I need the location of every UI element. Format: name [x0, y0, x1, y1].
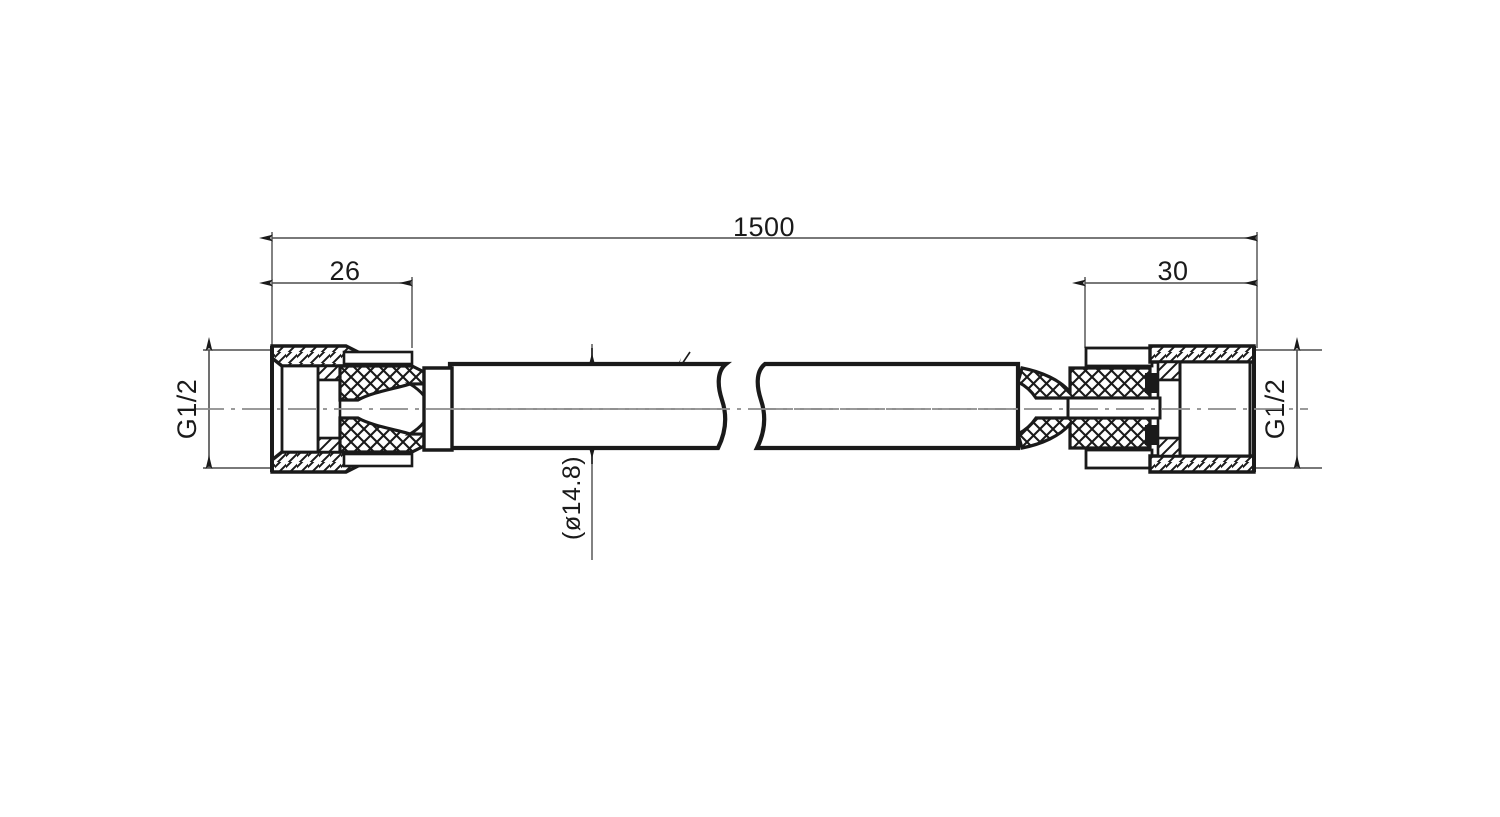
overall-length-dimension: 1500 — [259, 212, 1258, 348]
hose-body — [447, 361, 1021, 451]
right-crimp-body-bottom — [1016, 416, 1152, 450]
right-crimp-body-top — [1016, 366, 1152, 400]
right-nut-shell-top — [1148, 344, 1256, 364]
right-seal-washer-bottom — [1145, 425, 1159, 445]
right-seal-washer-top — [1145, 373, 1159, 393]
hose-segment-right — [753, 361, 1021, 451]
hose-segment-left — [447, 361, 732, 451]
right-fitting-length-dimension: 30 — [1072, 256, 1258, 348]
right-nut-rib-bottom — [1156, 436, 1182, 458]
right-crimp-slot-bottom — [1084, 448, 1154, 470]
overall-length-label: 1500 — [733, 212, 795, 242]
right-fitting-length-label: 30 — [1157, 256, 1188, 286]
right-nut-shell-bottom — [1148, 454, 1256, 474]
left-fitting-length-label: 26 — [329, 256, 360, 286]
right-nut-rib-top — [1156, 360, 1182, 382]
left-fitting-length-dimension: 26 — [259, 256, 413, 348]
left-nut-rib-top — [316, 364, 342, 382]
hose-diameter-label: (ø14.8) — [558, 456, 586, 540]
right-crimp-slot-top — [1084, 346, 1154, 368]
left-nut-rib-bottom — [316, 436, 342, 454]
left-crimp-slot-bottom — [342, 452, 414, 468]
left-crimp-slot-top — [342, 350, 414, 366]
right-nipple-upper-wall — [1066, 396, 1162, 420]
